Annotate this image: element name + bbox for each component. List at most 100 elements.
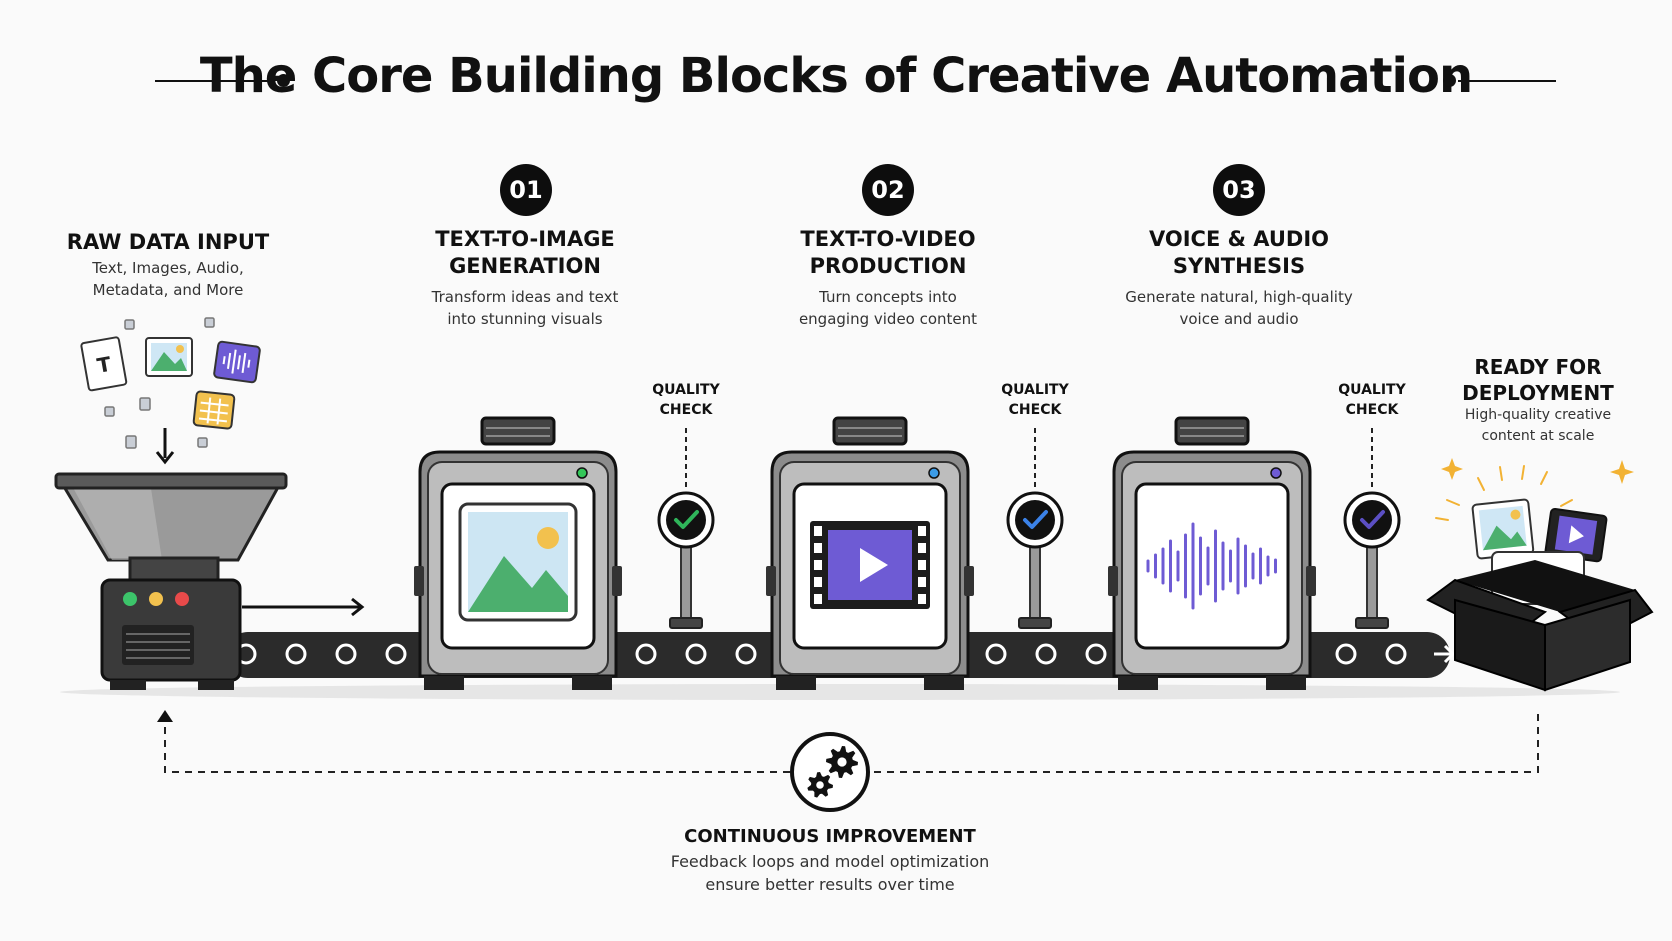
output-box [1426, 458, 1654, 692]
title-dot-right [1443, 74, 1456, 87]
floor-shadow [60, 684, 1620, 700]
audio-file-icon [213, 340, 261, 384]
input-desc-line1: Text, Images, Audio, [92, 259, 244, 277]
gears-icon [790, 732, 870, 812]
checkmark-icon [1023, 510, 1048, 529]
title-bar: The Core Building Blocks of Creative Aut… [0, 40, 1672, 120]
stage-1-desc-line1: Transform ideas and text [431, 288, 619, 306]
belt-end-arrow-icon [1434, 644, 1456, 664]
input-desc: Text, Images, Audio, Metadata, and More [48, 257, 288, 301]
right-arrow-icon [242, 597, 365, 617]
output-heading: READY FOR DEPLOYMENT [1418, 354, 1658, 406]
roller [1335, 643, 1357, 665]
stage-3-heading: VOICE & AUDIO SYNTHESIS [1089, 226, 1389, 280]
sparkle-icon-2 [1610, 460, 1634, 484]
quality-check-3-label: QUALITY CHECK [1312, 380, 1432, 420]
stage-3-machine [1108, 416, 1316, 690]
down-arrow-icon [155, 428, 175, 465]
title-rule-left [155, 80, 275, 82]
output-video-card [1544, 507, 1608, 563]
roller [685, 643, 707, 665]
roller [735, 643, 757, 665]
stage-3-number-badge: 03 [1213, 164, 1265, 216]
roller [1085, 643, 1107, 665]
stage-1-machine [414, 416, 622, 690]
quality-check-2-line2: CHECK [1008, 402, 1062, 418]
roller [1035, 643, 1057, 665]
quality-check-1-post [657, 428, 715, 629]
feedback-desc-line2: ensure better results over time [705, 875, 955, 894]
stage-2-desc-line1: Turn concepts into [819, 288, 957, 306]
hopper-yellow-led [149, 592, 163, 606]
hopper-red-led [175, 592, 189, 606]
hopper-green-led [123, 592, 137, 606]
sparkle-icon [1441, 458, 1463, 480]
audio-waveform-icon [1146, 522, 1277, 610]
output-image-card [1471, 498, 1535, 560]
title-rule-right [1458, 80, 1556, 82]
page-title: The Core Building Blocks of Creative Aut… [199, 48, 1473, 104]
stage-2-number-badge: 02 [862, 164, 914, 216]
stage-1-desc-line2: into stunning visuals [447, 310, 603, 328]
quality-check-posts [657, 428, 1401, 629]
stage-1-heading: TEXT-TO-IMAGE GENERATION [375, 226, 675, 280]
feedback-heading: CONTINUOUS IMPROVEMENT [684, 826, 976, 847]
input-desc-line2: Metadata, and More [92, 281, 244, 299]
stage-1-heading-line2: GENERATION [449, 254, 601, 278]
stage-2-desc-line2: engaging video content [798, 310, 978, 328]
output-heading-line2: DEPLOYMENT [1462, 381, 1614, 405]
stage-1-number-badge: 01 [500, 164, 552, 216]
checkmark-icon [1360, 510, 1385, 529]
stage-3-heading-line1: VOICE & AUDIO [1149, 227, 1329, 251]
quality-check-3-post [1343, 428, 1401, 629]
roller [285, 643, 307, 665]
quality-check-1-line1: QUALITY [652, 382, 720, 398]
feedback-loop-path [164, 714, 1539, 773]
stage-1-status-led [576, 467, 588, 479]
roller [635, 643, 657, 665]
stage-2-desc: Turn concepts into engaging video conten… [738, 286, 1038, 330]
stage-3-desc-line1: Generate natural, high-quality [1125, 288, 1353, 306]
stage-2-heading: TEXT-TO-VIDEO PRODUCTION [738, 226, 1038, 280]
output-heading-line1: READY FOR [1474, 355, 1602, 379]
quality-check-2-line1: QUALITY [1001, 382, 1069, 398]
output-desc: High-quality creative content at scale [1418, 405, 1658, 447]
input-hopper-machine [54, 472, 288, 690]
quality-check-3-line1: QUALITY [1338, 382, 1406, 398]
output-desc-line1: High-quality creative [1464, 407, 1612, 423]
roller [385, 643, 407, 665]
stage-3-status-led [1270, 467, 1282, 479]
stage-3-heading-line2: SYNTHESIS [1172, 254, 1306, 278]
stage-machines [414, 416, 1316, 690]
text-file-glyph: T [95, 352, 113, 378]
quality-check-3-line2: CHECK [1345, 402, 1399, 418]
feedback-desc: Feedback loops and model optimization en… [580, 850, 1080, 896]
stage-2-heading-line2: PRODUCTION [809, 254, 967, 278]
input-heading: RAW DATA INPUT [66, 230, 270, 254]
title-dot-left [277, 74, 290, 87]
landscape-image-icon [458, 502, 578, 622]
stage-2-heading-line1: TEXT-TO-VIDEO [800, 227, 976, 251]
roller [985, 643, 1007, 665]
output-desc-line2: content at scale [1481, 428, 1595, 444]
data-particles [104, 317, 215, 449]
roller [335, 643, 357, 665]
stage-2-machine [766, 416, 974, 690]
quality-check-2-label: QUALITY CHECK [975, 380, 1095, 420]
stage-1-heading-line1: TEXT-TO-IMAGE [435, 227, 615, 251]
roller [1385, 643, 1407, 665]
image-file-icon [145, 337, 193, 377]
quality-check-2-post [1006, 428, 1064, 629]
stage-2-status-led [928, 467, 940, 479]
stage-1-desc: Transform ideas and text into stunning v… [375, 286, 675, 330]
feedback-up-arrow-icon [157, 710, 173, 722]
quality-check-1-line2: CHECK [659, 402, 713, 418]
spreadsheet-file-icon [192, 390, 236, 430]
stage-3-desc-line2: voice and audio [1179, 310, 1299, 328]
feedback-desc-line1: Feedback loops and model optimization [670, 852, 990, 871]
video-play-icon [810, 521, 930, 609]
text-file-icon: T [80, 336, 128, 392]
quality-check-1-label: QUALITY CHECK [626, 380, 746, 420]
checkmark-icon [674, 510, 699, 529]
